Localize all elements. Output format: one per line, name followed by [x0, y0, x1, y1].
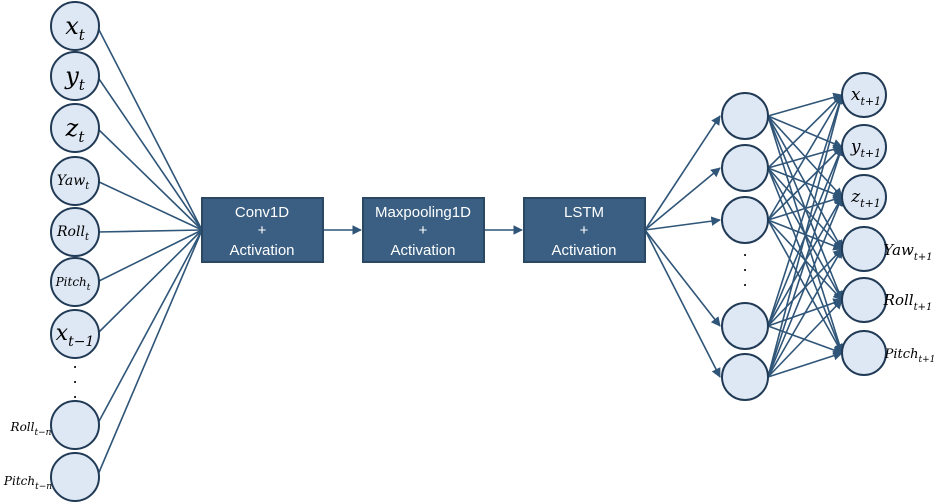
- hidden-to-output-edge: [767, 299, 843, 378]
- hidden-to-output-edge: [767, 94, 844, 327]
- input-node-yaw-t: [50, 156, 100, 206]
- hidden-node: [721, 196, 769, 244]
- input-label-x-t: xt: [65, 12, 86, 44]
- input-node-pitch-t: [50, 257, 100, 307]
- conv1d-block-activation: Activation: [229, 242, 294, 259]
- hidden-to-output-edge: [767, 248, 843, 378]
- hidden-node: [721, 302, 769, 350]
- maxpooling1d-block-plus: +: [419, 222, 428, 239]
- hidden-to-output-edge: [767, 94, 845, 378]
- input-to-conv1d-edge: [96, 180, 203, 231]
- hidden-ellipsis-dot: .: [742, 271, 747, 290]
- input-node-y-t: [50, 51, 100, 101]
- output-node-x-t1: [841, 72, 887, 118]
- input-node-x-t-1: [50, 309, 100, 359]
- conv1d-block-title: Conv1D: [235, 204, 289, 221]
- hidden-node: [721, 92, 769, 140]
- output-layer: xt+1 yt+1 zt+1 Yawt+1 Rollt+1 Pitcht+1: [841, 72, 936, 376]
- conv1d-block: [201, 197, 324, 263]
- lstm-block: [523, 197, 646, 263]
- lstm-to-hidden-arrow: [644, 229, 721, 327]
- input-node-z-t: [50, 103, 100, 153]
- input-node-roll-t: [50, 207, 100, 257]
- hidden-to-output-edge: [767, 351, 843, 378]
- hidden-to-output-edge: [767, 94, 843, 221]
- hidden-layer: . . .: [721, 92, 769, 401]
- output-node-z-t1: [841, 174, 887, 220]
- hidden-to-output-edge: [767, 146, 843, 221]
- lstm-to-hidden-arrow: [644, 167, 721, 231]
- input-ellipsis-dot: .: [72, 368, 77, 387]
- output-label-z-t1: zt+1: [850, 187, 881, 210]
- input-label-z-t: zt: [65, 114, 86, 146]
- input-ellipsis-dot: .: [72, 383, 77, 402]
- input-label-yaw-t: Yawt: [57, 173, 91, 192]
- input-node-roll-t-n: [50, 400, 100, 450]
- output-node-pitch-t1: [841, 330, 887, 376]
- input-label-pitch-t-n: Pitcht−n: [3, 474, 52, 492]
- input-label-x-t-1: xt−1: [56, 321, 95, 350]
- input-node-pitch-t-n: [50, 452, 100, 502]
- maxpooling1d-block: [362, 197, 485, 263]
- input-label-y-t: yt: [64, 62, 86, 94]
- lstm-block-activation: Activation: [551, 242, 616, 259]
- input-to-conv1d-edge: [96, 229, 203, 426]
- input-to-conv1d-edge: [96, 229, 203, 283]
- input-ellipsis-dot: .: [72, 353, 77, 372]
- lstm-block-title: LSTM: [564, 204, 604, 221]
- output-label-pitch-t1: Pitcht+1: [884, 347, 936, 365]
- connection-edges: [96, 25, 845, 478]
- hidden-ellipsis-dot: .: [742, 241, 747, 260]
- output-label-y-t1: yt+1: [850, 137, 881, 160]
- hidden-node: [721, 144, 769, 192]
- lstm-to-hidden-arrow: [644, 229, 721, 378]
- maxpooling1d-block-activation: Activation: [390, 242, 455, 259]
- processing-blocks: Conv1D + Activation Maxpooling1D + Activ…: [201, 197, 646, 263]
- lstm-block-plus: +: [580, 222, 589, 239]
- input-to-conv1d-edge: [96, 229, 203, 233]
- maxpooling1d-block-title: Maxpooling1D: [375, 204, 471, 221]
- hidden-to-output-edge: [767, 94, 843, 169]
- conv1d-block-plus: +: [258, 222, 267, 239]
- input-to-conv1d-edge: [96, 75, 203, 231]
- input-to-conv1d-edge: [96, 127, 203, 231]
- input-to-conv1d-edge: [96, 229, 203, 478]
- output-label-yaw-t1: Yawt+1: [883, 241, 932, 263]
- hidden-to-output-edge: [767, 196, 844, 378]
- input-label-pitch-t: Pitcht: [55, 275, 91, 293]
- input-layer: xt yt zt Yawt Rollt Pitcht xt−1 . . . Ro…: [3, 1, 100, 502]
- output-node-yaw-t1: [841, 226, 887, 272]
- output-node-y-t1: [841, 124, 887, 170]
- lstm-to-hidden-arrow: [644, 216, 721, 231]
- output-label-roll-t1: Rollt+1: [883, 291, 933, 313]
- hidden-ellipsis-dot: .: [742, 256, 747, 275]
- input-label-roll-t: Rollt: [56, 224, 90, 243]
- hidden-node: [721, 353, 769, 401]
- hidden-to-output-edge: [767, 146, 844, 378]
- output-node-roll-t1: [841, 277, 887, 323]
- input-to-conv1d-edge: [96, 25, 203, 231]
- lstm-to-hidden-arrow: [644, 115, 721, 231]
- input-node-x-t: [50, 1, 100, 51]
- input-to-conv1d-edge: [96, 229, 203, 335]
- output-label-x-t1: xt+1: [851, 85, 881, 108]
- input-label-roll-t-n: Rollt−n: [10, 420, 52, 438]
- hidden-to-output-edge: [767, 92, 843, 117]
